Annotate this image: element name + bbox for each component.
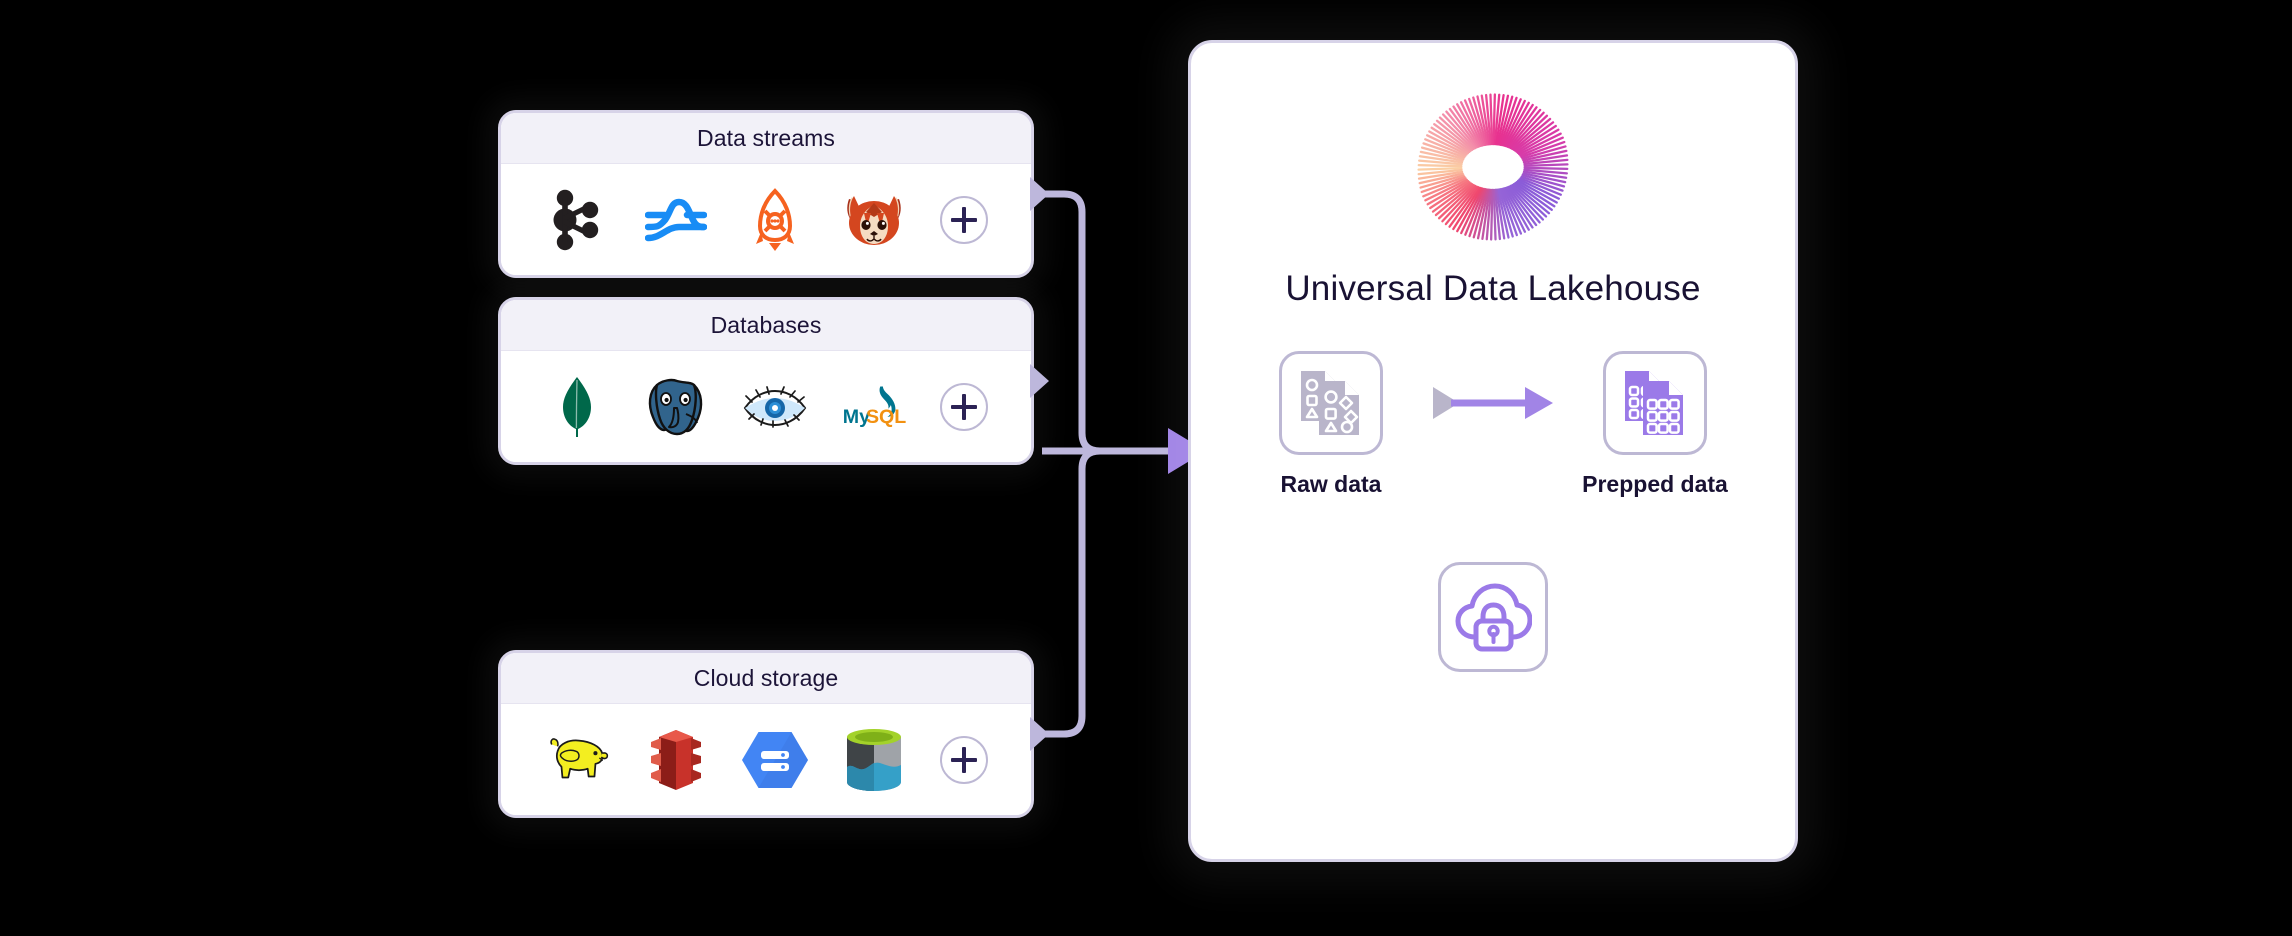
card-connector-tab — [1030, 717, 1049, 751]
page-title: Universal Data Lakehouse — [1285, 269, 1701, 308]
add-database-button[interactable] — [940, 382, 989, 431]
card-inner: Databases — [501, 300, 1031, 462]
source-card-databases[interactable]: Databases — [498, 297, 1049, 465]
svg-text:SQL: SQL — [866, 406, 906, 428]
card-inner: Cloud storage — [501, 653, 1031, 815]
flow-node-label: Prepped data — [1582, 471, 1728, 497]
card-title: Databases — [710, 311, 822, 338]
secure-cloud-tile[interactable] — [1438, 562, 1548, 672]
flow-node-label: Raw data — [1280, 471, 1382, 497]
card-connector-tab — [1030, 177, 1049, 211]
prepped-data-tile[interactable] — [1603, 351, 1707, 455]
card-header-cloud-storage: Cloud storage — [501, 653, 1031, 704]
mongodb-icon[interactable] — [544, 374, 610, 440]
redpanda-icon[interactable] — [841, 187, 907, 253]
google-cloud-storage-icon[interactable] — [741, 727, 808, 793]
card-title: Cloud storage — [693, 664, 839, 691]
raw-data-files-icon — [1301, 371, 1359, 435]
card-logo-row-databases: My SQL — [501, 351, 1031, 462]
add-cloud-storage-button[interactable] — [940, 735, 989, 784]
svg-text:My: My — [843, 406, 870, 428]
prepped-data-tables-icon — [1625, 371, 1683, 435]
card-logo-row-cloud-storage — [501, 704, 1031, 815]
postgresql-icon[interactable] — [643, 374, 709, 440]
mariadb-icon[interactable] — [742, 374, 808, 440]
azure-blob-storage-icon[interactable] — [841, 727, 907, 793]
mysql-icon[interactable]: My SQL — [841, 374, 907, 440]
apache-hadoop-icon[interactable] — [544, 727, 610, 793]
card-title: Data streams — [697, 124, 835, 151]
card-header-databases: Databases — [501, 300, 1031, 351]
cloud-lock-icon — [1455, 583, 1532, 652]
source-card-cloud-storage[interactable]: Cloud storage — [498, 650, 1049, 818]
apache-pinot-icon[interactable] — [742, 187, 808, 253]
flow-arrow-icon — [1431, 351, 1555, 455]
plus-icon — [951, 393, 978, 420]
connector-line-cloud-storage — [1042, 447, 1170, 738]
secure-cloud-row — [1191, 562, 1795, 672]
connector-line-data-streams — [1042, 190, 1170, 455]
card-logo-row-data-streams — [501, 164, 1031, 275]
apache-kafka-icon[interactable] — [544, 187, 610, 253]
source-card-data-streams[interactable]: Data streams — [498, 110, 1049, 278]
card-header-data-streams: Data streams — [501, 113, 1031, 164]
plus-icon — [951, 206, 978, 233]
universal-data-lakehouse-panel[interactable]: Universal Data Lakehouse — [1188, 40, 1798, 862]
amazon-s3-icon[interactable] — [643, 727, 709, 793]
apache-pulsar-icon[interactable] — [643, 187, 709, 253]
onehouse-radial-logo — [1417, 93, 1569, 241]
plus-icon — [951, 746, 978, 773]
card-inner: Data streams — [501, 113, 1031, 275]
flow-node-prepped-data[interactable]: Prepped data — [1555, 351, 1755, 498]
card-connector-tab — [1030, 364, 1049, 398]
add-data-stream-button[interactable] — [940, 195, 989, 244]
data-flow-row: Raw data — [1191, 351, 1795, 498]
flow-node-raw-data[interactable]: Raw data — [1231, 351, 1431, 498]
raw-data-tile[interactable] — [1279, 351, 1383, 455]
